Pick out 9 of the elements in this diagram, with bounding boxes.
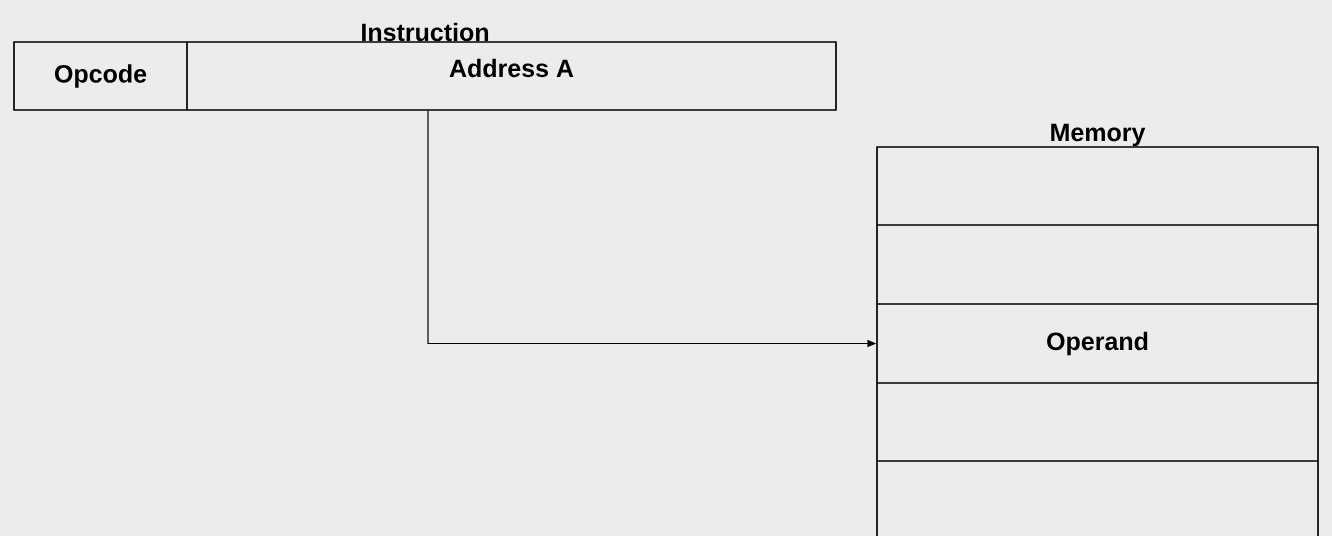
memory-cell (876, 146, 1319, 226)
memory-cell: Operand (876, 303, 1319, 384)
memory-cell (876, 224, 1319, 305)
node-label: Memory (1051, 123, 1146, 147)
field-cell: Address A (186, 41, 837, 111)
node-label: Instruction (362, 22, 489, 42)
field-cell: Opcode (13, 41, 188, 111)
memory-cell (876, 382, 1319, 462)
memory-cell (876, 460, 1319, 536)
